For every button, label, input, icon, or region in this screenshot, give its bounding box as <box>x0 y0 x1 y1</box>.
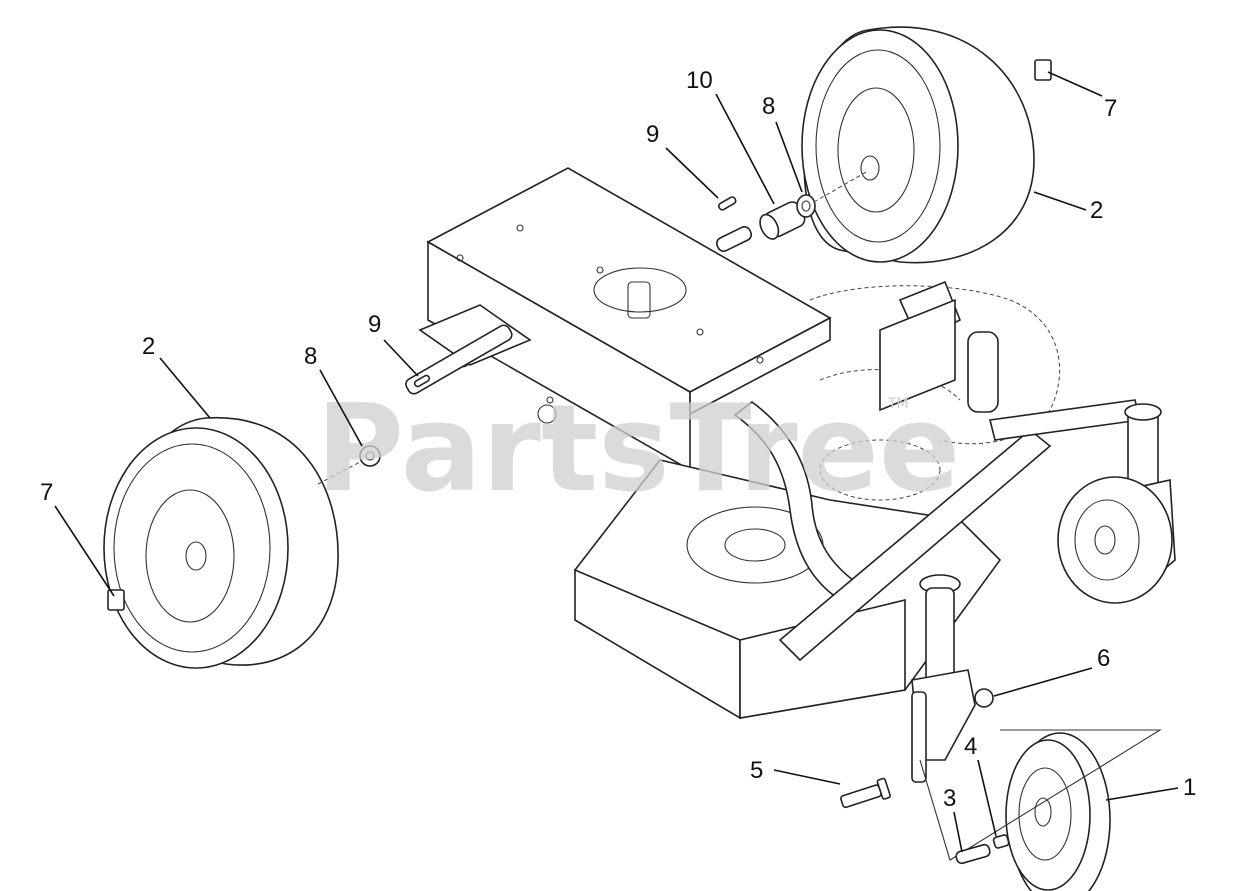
callout-7-left: 7 <box>40 479 53 506</box>
callout-3: 3 <box>943 785 956 812</box>
mower-chassis <box>418 167 1141 720</box>
callout-2-upper: 2 <box>1090 197 1103 224</box>
leader-lines <box>54 71 1179 853</box>
caster-hardware <box>840 688 1010 865</box>
callout-9-left: 9 <box>368 311 381 338</box>
front-caster-right <box>1057 403 1176 604</box>
callout-5: 5 <box>750 757 763 784</box>
callout-1: 1 <box>1183 774 1196 801</box>
watermark-text: PartsTree <box>316 380 960 519</box>
callout-7-upper: 7 <box>1104 95 1117 122</box>
watermark: PartsTree TM <box>316 380 960 519</box>
callout-8-upper: 8 <box>762 93 775 120</box>
callout-8-left: 8 <box>304 343 317 370</box>
rear-wheel-right <box>801 26 1035 264</box>
rear-axle-hardware-left <box>359 324 513 467</box>
retainer-clip <box>107 59 1052 611</box>
callout-10: 10 <box>686 67 713 94</box>
rear-axle-hardware-right <box>715 171 867 252</box>
callout-labels: 1 2 2 3 4 5 6 7 7 8 8 9 9 10 <box>40 67 1196 812</box>
rear-wheel-left <box>103 417 361 669</box>
watermark-trademark: TM <box>887 396 909 412</box>
callout-9-upper: 9 <box>646 121 659 148</box>
callout-4: 4 <box>964 733 977 760</box>
callout-6: 6 <box>1097 645 1110 672</box>
front-caster-left <box>911 574 1162 891</box>
callout-2-left: 2 <box>142 333 155 360</box>
